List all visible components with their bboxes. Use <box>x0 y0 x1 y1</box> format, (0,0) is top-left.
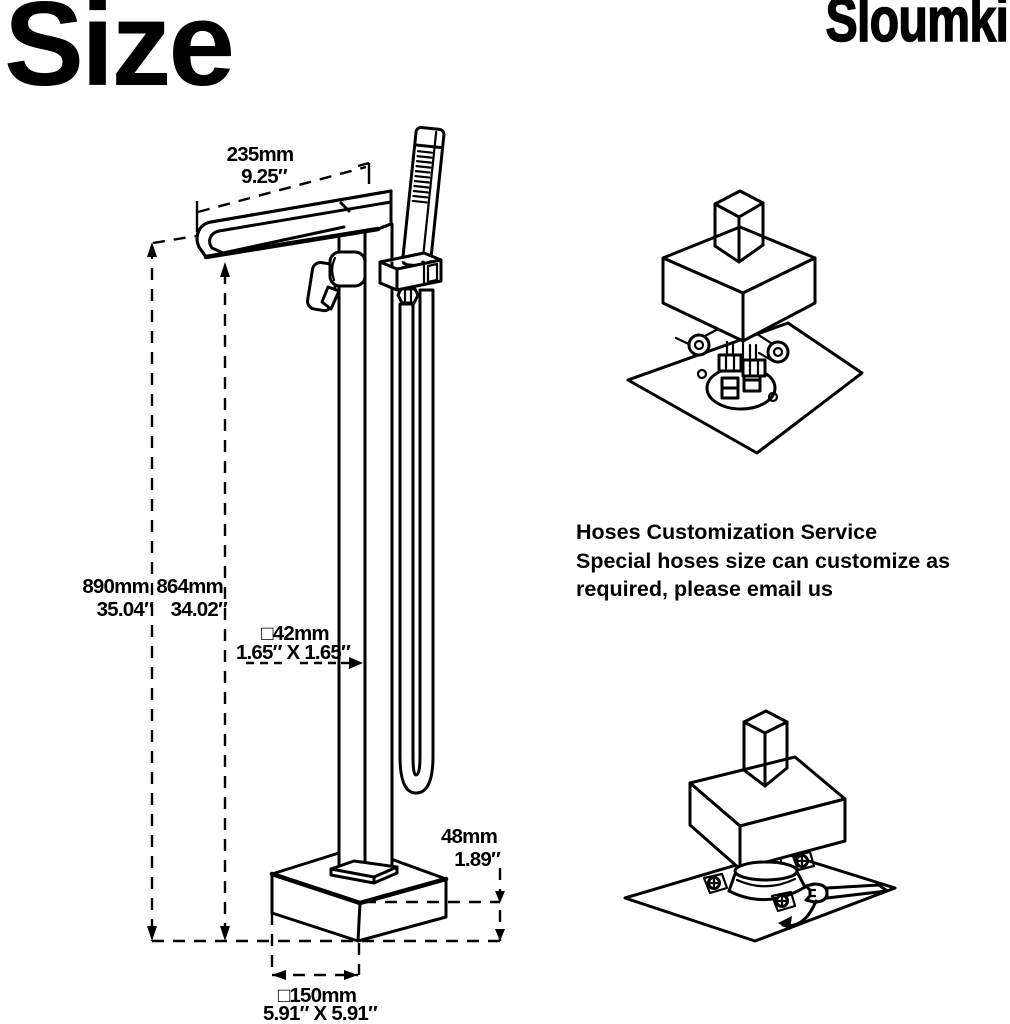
wrench-icon <box>804 882 889 904</box>
spout-opening-divider <box>339 201 351 213</box>
faucet-column <box>329 222 399 885</box>
base-size-in-label: 5.91″ X 5.91″ <box>263 1002 378 1024</box>
floor-flange <box>727 858 807 901</box>
install-illustration-assembled <box>623 709 897 943</box>
dim-column-section <box>246 657 363 669</box>
hand-shower <box>401 125 446 269</box>
rotate-arrow-icon <box>778 899 818 930</box>
base-size-mm-label: □150mm <box>278 984 356 1007</box>
base-cover-box <box>688 709 847 871</box>
brand-logo: Sloumki <box>825 0 1010 55</box>
spout-height-mm-label: 864mm <box>156 575 223 598</box>
base-height-in-label: 1.89″ <box>454 848 501 871</box>
hose-connector-nut <box>396 287 420 305</box>
handle-lever <box>320 285 341 311</box>
hoses-note: Hoses Customization Service Special hose… <box>576 518 1008 604</box>
spout-bottom-edge <box>203 226 381 260</box>
dim-base-height <box>495 868 505 941</box>
spout-end-cap <box>376 189 393 231</box>
dimension-annotations: 235mm 9.25″ 890mm 35.04″ 864mm 34.02″ □4… <box>82 143 505 1024</box>
handle-knob <box>328 250 367 288</box>
mounting-bolts <box>702 850 816 913</box>
hoses-note-line3: required, please email us <box>576 577 833 601</box>
total-height-in-label: 35.04″ <box>97 598 154 621</box>
faucet-base <box>269 845 449 943</box>
dim-spout-reach <box>195 161 371 234</box>
faucet-handle <box>306 250 367 313</box>
dim-base-size <box>270 913 361 980</box>
column-section-in-label: 1.65″ X 1.65″ <box>236 641 351 664</box>
mounting-ears <box>674 326 790 364</box>
floor-plane <box>623 850 897 943</box>
spout-height-in-label: 34.02″ <box>171 598 228 621</box>
spout-back-rim <box>209 189 393 224</box>
spout-front-rim <box>217 200 393 233</box>
column-section-mm-label: □42mm <box>261 622 329 645</box>
mounting-bolts <box>717 339 767 378</box>
spout-outer-curve <box>195 220 213 259</box>
spout-reach-in-label: 9.25″ <box>241 165 288 188</box>
dim-total-height <box>147 234 197 941</box>
waterfall-spout <box>195 189 393 260</box>
spout-inner-lip <box>208 229 225 255</box>
spray-face-pattern <box>411 150 434 204</box>
install-illustration-exploded <box>626 189 864 455</box>
floor-plane <box>626 321 864 455</box>
page-title: Size <box>4 0 235 111</box>
faucet-drawing <box>195 125 449 943</box>
shower-hose <box>398 288 435 795</box>
spout-reach-mm-label: 235mm <box>227 143 294 166</box>
spout-channel-floor <box>221 225 346 255</box>
dim-spout-height <box>220 262 230 941</box>
hoses-note-line2: Special hoses size can customize as <box>576 548 951 573</box>
total-height-mm-label: 890mm <box>82 575 149 598</box>
hoses-note-line1: Hoses Customization Service <box>576 520 878 544</box>
base-cover-box <box>661 189 817 343</box>
shower-holder <box>378 251 443 292</box>
base-height-mm-label: 48mm <box>441 825 497 848</box>
